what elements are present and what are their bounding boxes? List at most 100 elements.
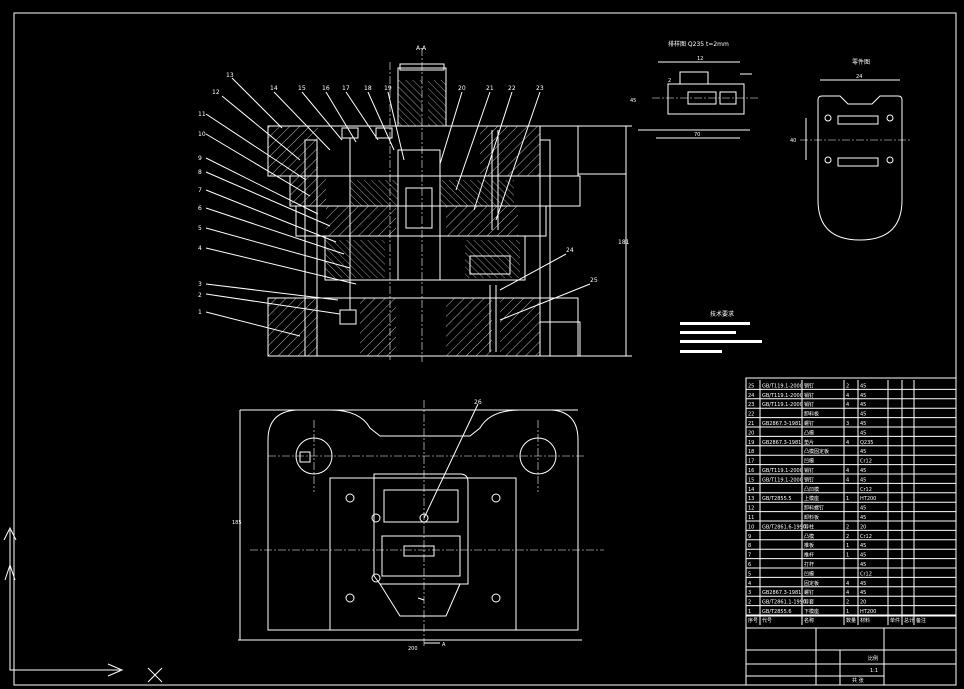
bom-header-cell: 数量: [846, 617, 856, 624]
part-dim-1: 24: [856, 74, 862, 80]
bom-cell: 45: [860, 477, 866, 483]
strip-layout: 排样图 Q235 t=2mm 70 12 2 45: [630, 40, 760, 139]
part-view: 零件图 24 40: [790, 58, 912, 241]
bom-cell: 卸料板: [804, 514, 819, 521]
label-17: 17: [342, 85, 350, 92]
bom-header-cell: 代号: [762, 617, 772, 624]
tech-requirements: 技术要求: [680, 310, 762, 353]
bom-cell: GB2867.3-1981: [762, 440, 801, 446]
bom-cell: 销钉: [804, 392, 814, 399]
bom-cell: 45: [860, 515, 866, 521]
label-11: 11: [198, 111, 206, 118]
bom-cell: 凸模: [804, 533, 814, 540]
bom-cell: 25: [748, 383, 754, 389]
label-21: 21: [486, 85, 494, 92]
bom-cell: 1: [846, 609, 849, 615]
title-sheet: 共 张: [852, 677, 864, 684]
bom-cell: 凸模固定板: [804, 448, 829, 455]
bom-cell: 4: [846, 402, 849, 408]
label-12: 12: [212, 89, 220, 96]
bom-cell: GB/T119.1-2000: [762, 468, 803, 474]
bom-cell: GB/T119.1-2000: [762, 477, 803, 483]
bom-cell: 20: [860, 600, 866, 606]
bom-cell: 6: [748, 562, 751, 568]
bom-cell: 2: [846, 383, 849, 389]
bom-cell: 20: [860, 524, 866, 530]
label-4: 4: [198, 245, 202, 252]
bom-cell: 8: [748, 543, 751, 549]
label-16: 16: [322, 85, 330, 92]
bom-cell: GB/T119.1-2000: [762, 402, 803, 408]
bom-cell: Cr12: [860, 487, 872, 493]
bom-cell: 1: [846, 553, 849, 559]
bom-cell: 4: [846, 393, 849, 399]
bom-header-cell: 备注: [916, 617, 926, 624]
bom-cell: 销钉: [804, 476, 814, 483]
label-14: 14: [270, 85, 278, 92]
bom-header-cell: 名称: [804, 617, 814, 624]
bom-cell: 45: [860, 468, 866, 474]
title-block: 比例 1:1 共 张: [746, 615, 956, 685]
bom-cell: 2: [846, 600, 849, 606]
bom-cell: 卸料板: [804, 411, 819, 418]
bom-cell: 45: [860, 402, 866, 408]
label-19: 19: [384, 85, 392, 92]
label-15: 15: [298, 85, 306, 92]
bom-cell: 9: [748, 534, 751, 540]
bom-cell: 13: [748, 496, 754, 502]
plan-view: 26 A 200 185: [232, 399, 604, 652]
plan-screw-holes: [345, 493, 501, 603]
bom-cell: 推板: [804, 542, 814, 549]
bom-cell: 21: [748, 421, 754, 427]
bom-cell: 4: [846, 477, 849, 483]
label-25: 25: [590, 277, 598, 284]
bom-cell: 卸料螺钉: [804, 505, 824, 512]
bom-cell: 45: [860, 393, 866, 399]
bom-cell: 45: [860, 506, 866, 512]
bom-cell: GB/T119.1-2000: [762, 383, 803, 389]
bom-cell: 45: [860, 412, 866, 418]
bom-cell: GB/T2855.6: [762, 609, 792, 615]
sheet-border: [13, 12, 957, 686]
ucs-icon: [3, 526, 163, 683]
bom-cell: 23: [748, 402, 754, 408]
part-dim-2: 40: [790, 138, 796, 144]
label-1: 1: [198, 309, 202, 316]
bom-cell: 45: [860, 430, 866, 436]
bom-cell: 推杆: [804, 552, 814, 559]
bom-cell: 45: [860, 421, 866, 427]
bom-cell: 45: [860, 590, 866, 596]
bom-cell: GB/T2855.5: [762, 496, 792, 502]
bom-cell: GB2867.3-1981: [762, 590, 801, 596]
bom-cell: 2: [748, 600, 751, 606]
bom-cell: 3: [748, 590, 751, 596]
bom-cell: 螺钉: [804, 420, 814, 427]
bom-cell: 凹模: [804, 458, 814, 465]
bom-header-cell: 材料: [860, 617, 870, 624]
bom-cell: 22: [748, 412, 754, 418]
bom-cell: 凸凹模: [804, 486, 819, 493]
bom-cell: 3: [846, 421, 849, 427]
bom-cell: 12: [748, 506, 754, 512]
title-qty: 1:1: [870, 668, 878, 674]
bom-cell: GB/T2861.1-1990: [762, 600, 806, 606]
bom-cell: 上模座: [804, 495, 819, 502]
bom-cell: 45: [860, 383, 866, 389]
bom-cell: 14: [748, 487, 754, 493]
part-title: 零件图: [852, 58, 870, 66]
bom-cell: 凸模: [804, 429, 814, 436]
strip-dim-4: 45: [630, 98, 636, 104]
bom-header-cell: 总计: [904, 617, 914, 624]
bom-cell: 2: [846, 534, 849, 540]
bom-cell: GB2867.3-1981: [762, 421, 801, 427]
bom-cell: 1: [748, 609, 751, 615]
strip-dim-3: 2: [668, 78, 671, 84]
bom-cell: 4: [846, 468, 849, 474]
label-22: 22: [508, 85, 516, 92]
bom-cell: 销钉: [804, 467, 814, 474]
label-6: 6: [198, 205, 202, 212]
strip-dim-1: 70: [694, 132, 700, 138]
label-10: 10: [198, 131, 206, 138]
bom-cell: 螺钉: [804, 589, 814, 596]
